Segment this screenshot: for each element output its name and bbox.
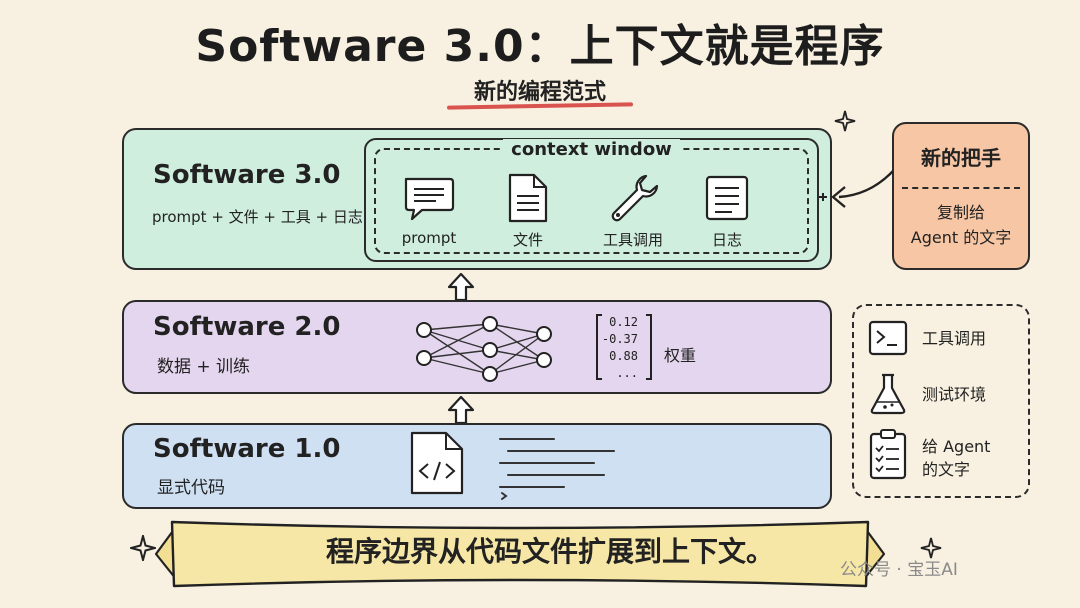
matrix-bracket (596, 314, 652, 380)
neural-network-icon (416, 316, 552, 382)
sparkle-icon (920, 537, 942, 559)
software-2-title: Software 2.0 (153, 312, 341, 342)
banner-text: 程序边界从代码文件扩展到上下文。 (325, 535, 774, 568)
callout-body: 复制给 Agent 的文字 (910, 203, 1012, 247)
sparkle-icon (834, 110, 856, 132)
weights-label: 权重 (664, 346, 697, 365)
tool-label: 工具调用 (922, 329, 987, 348)
page-subtitle: 新的编程范式 (473, 80, 606, 105)
software-1-subtitle: 显式代码 (157, 478, 225, 498)
callout-title: 新的把手 (921, 146, 1001, 170)
flask-icon (870, 373, 906, 415)
tools-box (852, 304, 1030, 498)
up-arrow-icon (447, 272, 475, 302)
arrow-icon (819, 170, 894, 208)
code-file-icon (410, 431, 464, 495)
software-3-subtitle: prompt + 文件 + 工具 + 日志 (152, 208, 363, 226)
chat-bubble-icon (404, 177, 455, 221)
document-icon (508, 173, 548, 223)
software-2-layer (122, 300, 832, 394)
log-icon (705, 175, 749, 221)
context-item-label: 工具调用 (602, 231, 663, 249)
software-1-title: Software 1.0 (153, 434, 341, 464)
wrench-icon (611, 174, 659, 222)
sparkle-icon (130, 535, 156, 561)
code-lines-icon (499, 438, 615, 500)
software-2-subtitle: 数据 + 训练 (157, 357, 251, 377)
context-item-label: 文件 (512, 231, 543, 249)
context-item-label: prompt (401, 229, 457, 247)
banner-ribbon (154, 520, 886, 588)
software-3-title: Software 3.0 (153, 160, 341, 190)
checklist-icon (869, 429, 907, 480)
up-arrow-icon (447, 395, 475, 425)
page-title: Software 3.0：上下文就是程序 (195, 21, 885, 72)
context-item-label: 日志 (711, 231, 742, 249)
tool-label: 测试环境 (922, 385, 987, 404)
callout-divider (902, 187, 1020, 189)
watermark: 公众号 · 宝玉AI (840, 560, 958, 580)
context-window-label: context window (374, 139, 809, 160)
terminal-icon (868, 320, 908, 356)
software-1-layer (122, 423, 832, 509)
tool-label: 给 Agent 的文字 (922, 437, 991, 479)
weights-values: 0.12 -0.37 0.88 ... (601, 315, 638, 380)
callout-box (892, 122, 1030, 270)
